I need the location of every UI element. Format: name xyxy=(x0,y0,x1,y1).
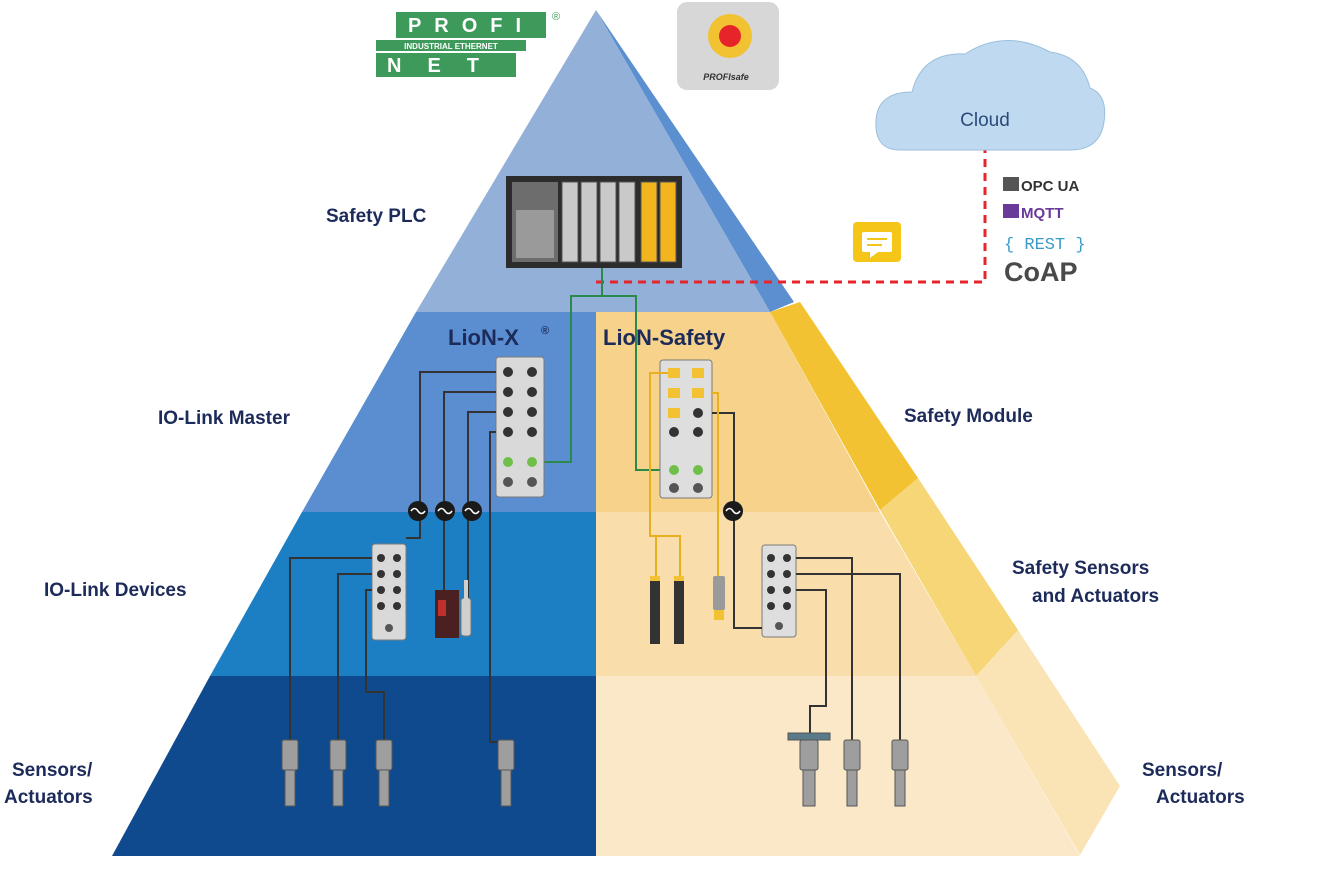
protocol-mqtt: MQTT xyxy=(1021,205,1064,222)
label-sensors-right-line2: Actuators xyxy=(1156,787,1245,808)
label-sensors-right-line1: Sensors/ xyxy=(1142,760,1223,781)
protocol-rest: { REST } xyxy=(1004,236,1086,255)
label-safety-sensors-line1: Safety Sensors xyxy=(1012,558,1149,579)
io-link-hub-right xyxy=(761,544,797,638)
profinet-mid-text: INDUSTRIAL ETHERNET xyxy=(404,42,498,51)
io-link-cables-left xyxy=(289,371,506,743)
protocol-coap: CoAP xyxy=(1004,257,1078,287)
port-symbols xyxy=(408,501,743,521)
profinet-top-text: PROFI xyxy=(408,15,534,37)
profisafe-label: PROFIsafe xyxy=(703,72,749,82)
protocol-opcua: OPC UA xyxy=(1021,178,1080,195)
message-icon xyxy=(853,222,901,262)
label-sensors-left-line1: Sensors/ xyxy=(12,760,93,781)
lion-safety-module xyxy=(659,359,713,499)
tier-sensors-right xyxy=(596,676,1080,856)
label-io-link-master: IO-Link Master xyxy=(158,408,291,429)
label-io-link-devices: IO-Link Devices xyxy=(44,580,187,601)
lion-x-module xyxy=(495,356,545,498)
tier-sensors-left xyxy=(112,676,596,856)
profinet-bottom-text: NET xyxy=(387,55,505,77)
pyramid-side-yellow-2 xyxy=(880,478,1018,676)
cloud-network-line xyxy=(596,150,987,284)
safety-light-barriers xyxy=(650,576,725,644)
sensors-left xyxy=(281,739,515,807)
label-safety-plc: Safety PLC xyxy=(326,206,427,227)
cloud-label: Cloud xyxy=(960,110,1010,131)
pyramid-side-yellow-3 xyxy=(976,630,1120,855)
sensors-right xyxy=(787,732,909,807)
pyramid-side-yellow-1 xyxy=(770,302,918,510)
profisafe-logo: PROFIsafe xyxy=(677,2,779,90)
pyramid-side-blue xyxy=(596,10,794,312)
green-network-cables xyxy=(535,268,676,471)
cloud-icon xyxy=(875,40,1106,151)
lion-x-label: LioN-X xyxy=(448,325,519,350)
label-safety-sensors-line2: and Actuators xyxy=(1032,586,1159,607)
io-link-hub-left xyxy=(371,543,407,641)
protocol-list: OPC UA MQTT { REST } CoAP xyxy=(1003,177,1086,287)
label-sensors-left-line2: Actuators xyxy=(4,787,93,808)
profinet-reg-mark: ® xyxy=(552,11,560,23)
lion-x-reg-mark: ® xyxy=(541,325,549,337)
profinet-logo: PROFI INDUSTRIAL ETHERNET NET ® xyxy=(376,11,560,77)
safety-plc-device xyxy=(506,176,682,268)
io-link-sensor-devices xyxy=(435,580,472,638)
label-safety-module: Safety Module xyxy=(904,406,1033,427)
lion-safety-label: LioN-Safety xyxy=(603,325,726,350)
safety-cables xyxy=(649,372,719,578)
